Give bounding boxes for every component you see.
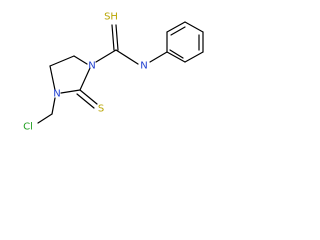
bond-n-phenyl bbox=[149, 51, 168, 63]
chemical-structure-diagram: SH N N N S Cl bbox=[23, 12, 204, 133]
bond-c-sh bbox=[111, 24, 115, 51]
ring-bond-c2-n1 bbox=[79, 67, 91, 91]
bond-c-sh-second bbox=[115, 24, 119, 51]
bond-c2-s bbox=[79, 89, 98, 105]
bond-c-ring-n bbox=[95, 49, 117, 63]
ring-bond-n3-c2 bbox=[60, 89, 81, 94]
bond-c2-s-second bbox=[76, 93, 95, 109]
phenyl-bond-5 bbox=[184, 51, 204, 63]
phenyl-inner-1 bbox=[170, 26, 186, 36]
ring-bond-c4-n3 bbox=[49, 65, 56, 91]
ring-bond-c5-c4 bbox=[49, 55, 75, 67]
phenyl-bond-6 bbox=[166, 51, 186, 63]
ring-nitrogen-2-label: N bbox=[53, 89, 60, 100]
sulfur-top-label: SH bbox=[104, 12, 118, 23]
amide-nitrogen-label: N bbox=[140, 61, 147, 72]
phenyl-bond-3 bbox=[184, 21, 204, 33]
bond-n-ch2 bbox=[51, 97, 56, 115]
ring-nitrogen-1-label: N bbox=[88, 61, 95, 72]
bond-c-amide-n bbox=[115, 49, 139, 65]
chlorine-label: Cl bbox=[23, 122, 33, 133]
ring-bond-n1-c5 bbox=[73, 55, 88, 65]
bond-layer bbox=[37, 21, 204, 124]
bond-ch2-cl bbox=[37, 113, 53, 124]
atom-label-layer: SH N N N S Cl bbox=[23, 12, 148, 133]
sulfur-bottom-label: S bbox=[98, 104, 104, 115]
phenyl-inner-3 bbox=[169, 49, 184, 59]
phenyl-bond-2 bbox=[166, 21, 186, 33]
